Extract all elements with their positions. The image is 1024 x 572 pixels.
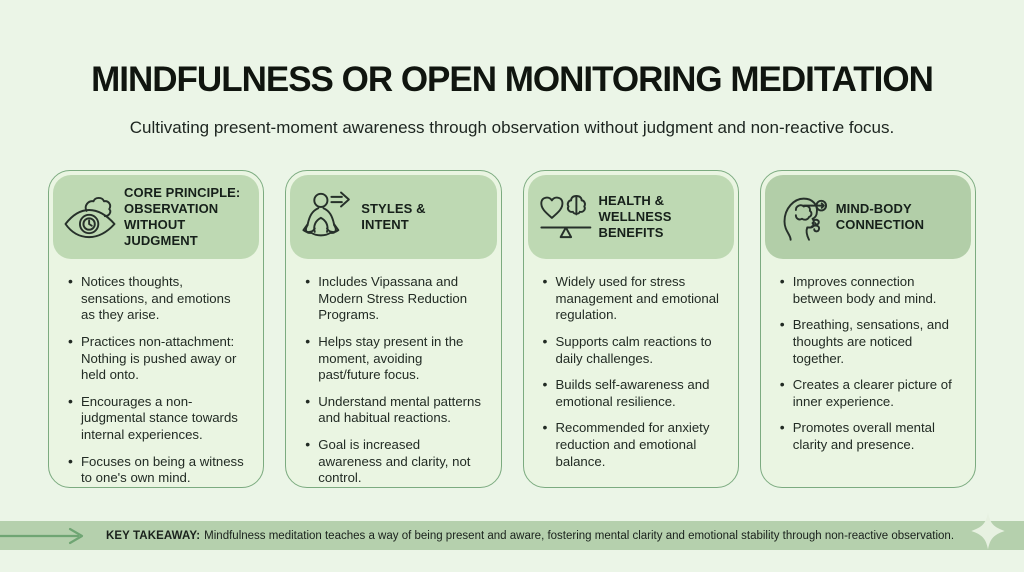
bullet-item: Includes Vipassana and Modern Stress Red…	[305, 273, 484, 324]
card-body: Widely used for stress management and em…	[528, 259, 734, 488]
card-header: STYLES & INTENT	[290, 175, 497, 259]
bullet-item: Supports calm reactions to daily challen…	[542, 333, 722, 367]
bullet-item: Focuses on being a witness to one's own …	[68, 453, 247, 487]
card-styles-intent: STYLES & INTENT Includes Vipassana and M…	[285, 170, 502, 488]
bullet-item: Notices thoughts, sensations, and emotio…	[68, 273, 247, 324]
bullet-list: Widely used for stress management and em…	[534, 273, 722, 470]
bullet-item: Creates a clearer picture of inner exper…	[780, 376, 959, 410]
sparkle-icon	[968, 511, 1008, 551]
bullet-item: Helps stay present in the moment, avoidi…	[305, 333, 484, 384]
card-body: Includes Vipassana and Modern Stress Red…	[290, 259, 496, 505]
heart-brain-balance-icon	[536, 188, 594, 246]
bullet-item: Widely used for stress management and em…	[542, 273, 722, 324]
page-subtitle: Cultivating present-moment awareness thr…	[129, 118, 895, 137]
card-body: Notices thoughts, sensations, and emotio…	[53, 259, 259, 505]
card-mind-body: MIND-BODY CONNECTION Improves connection…	[759, 170, 976, 488]
bullet-item: Practices non-attachment: Nothing is pus…	[68, 333, 247, 384]
bullet-item: Improves connection between body and min…	[780, 273, 959, 307]
key-takeaway-label: KEY TAKEAWAY:	[106, 529, 201, 542]
card-health-benefits: HEALTH & WELLNESS BENEFITS Widely used f…	[522, 170, 739, 488]
card-title: MIND-BODY CONNECTION	[835, 200, 925, 232]
card-title: HEALTH & WELLNESS BENEFITS	[598, 192, 672, 241]
bullet-item: Builds self-awareness and emotional resi…	[542, 376, 722, 410]
card-row: CORE PRINCIPLE: OBSERVATION WITHOUT JUDG…	[48, 170, 976, 488]
bullet-list: Notices thoughts, sensations, and emotio…	[59, 273, 247, 487]
bullet-item: Goal is increased awareness and clarity,…	[305, 436, 484, 487]
key-takeaway-text-wrap: KEY TAKEAWAY:Mindfulness meditation teac…	[106, 530, 954, 542]
key-takeaway-bar: KEY TAKEAWAY:Mindfulness meditation teac…	[0, 512, 1024, 550]
eye-observation-icon	[61, 188, 119, 246]
bullet-list: Includes Vipassana and Modern Stress Red…	[296, 273, 484, 487]
right-arrow-icon	[0, 524, 90, 548]
card-core-principle: CORE PRINCIPLE: OBSERVATION WITHOUT JUDG…	[48, 170, 265, 488]
card-header: MIND-BODY CONNECTION	[764, 175, 971, 259]
bullet-list: Improves connection between body and min…	[771, 273, 959, 454]
head-breath-icon	[773, 188, 831, 246]
card-header: CORE PRINCIPLE: OBSERVATION WITHOUT JUDG…	[53, 175, 260, 259]
card-header: HEALTH & WELLNESS BENEFITS	[527, 175, 734, 259]
bullet-item: Encourages a non-judgmental stance towar…	[68, 393, 247, 444]
card-title: STYLES & INTENT	[361, 200, 426, 232]
page-title: MINDFULNESS OR OPEN MONITORING MEDITATIO…	[91, 60, 934, 99]
meditation-pose-icon	[298, 188, 356, 246]
card-title: CORE PRINCIPLE: OBSERVATION WITHOUT JUDG…	[124, 184, 241, 249]
card-body: Improves connection between body and min…	[765, 259, 971, 472]
key-takeaway-text: Mindfulness meditation teaches a way of …	[204, 529, 955, 542]
bullet-item: Understand mental patterns and habitual …	[305, 393, 484, 427]
bullet-item: Breathing, sensations, and thoughts are …	[780, 316, 959, 367]
bullet-item: Promotes overall mental clarity and pres…	[780, 419, 959, 453]
bullet-item: Recommended for anxiety reduction and em…	[542, 419, 722, 470]
